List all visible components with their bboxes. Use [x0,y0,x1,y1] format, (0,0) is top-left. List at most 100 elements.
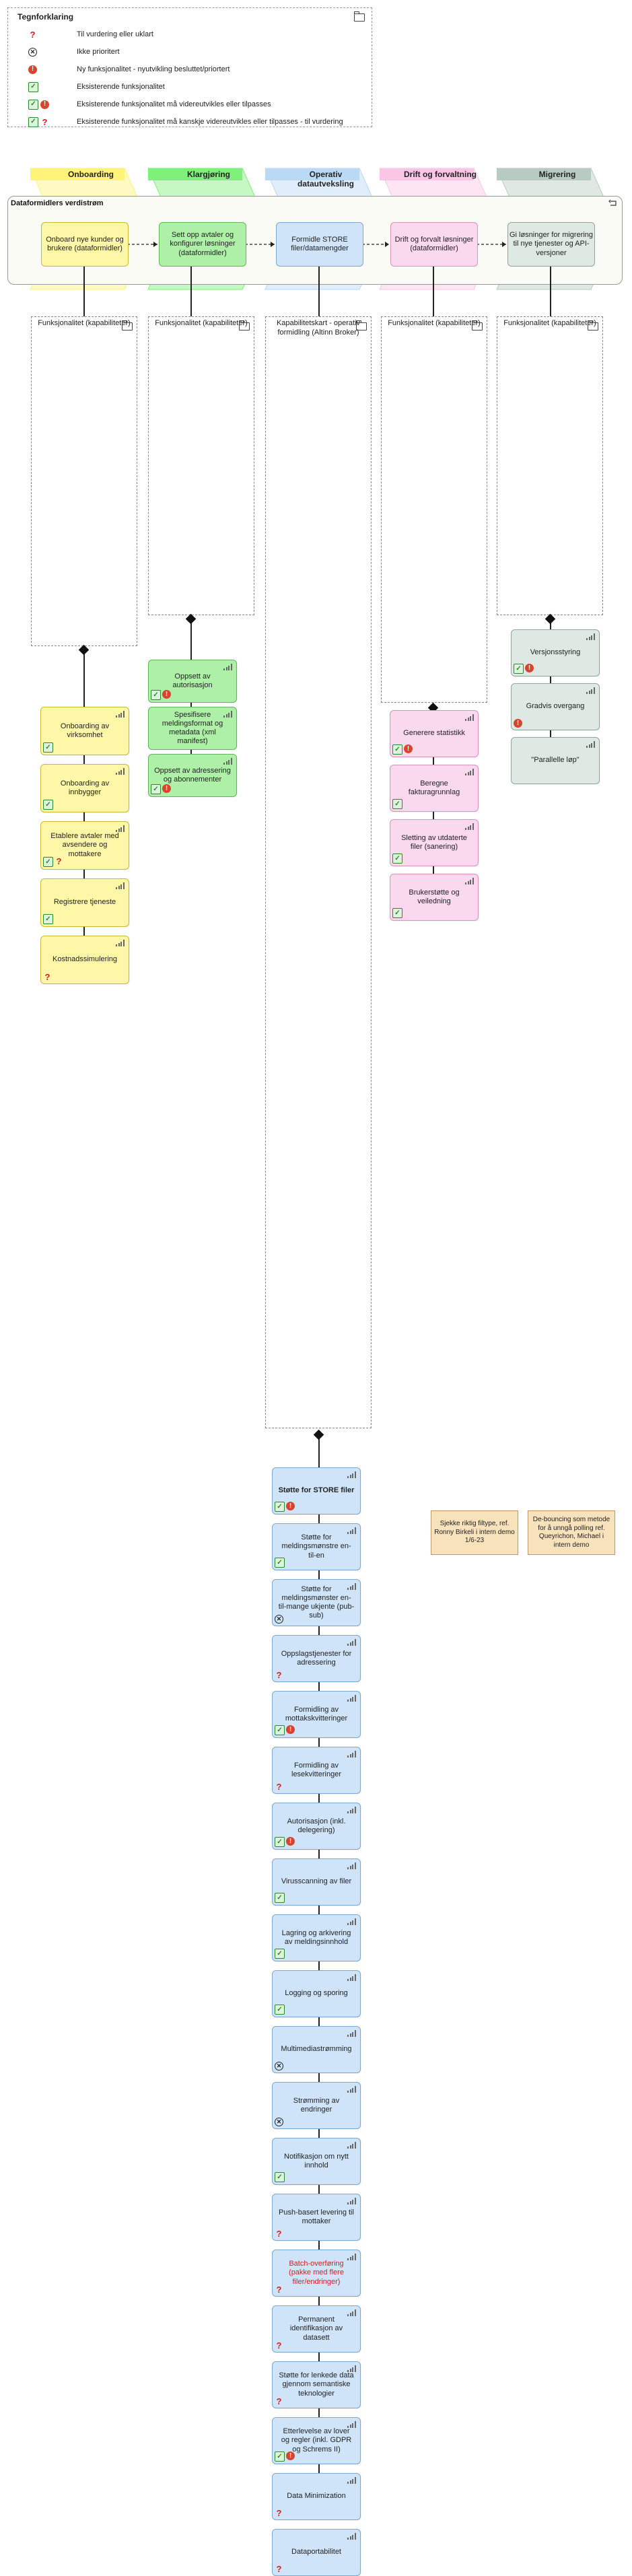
status-badges: ? [275,2229,283,2238]
signal-bars-icon [347,1471,357,1478]
legend-text: Ny funksjonalitet - nyutvikling beslutte… [77,65,230,73]
capability-label: Strømming av endringer [293,2096,340,2114]
question-icon: ? [276,2229,282,2239]
legend-icons: ✓? [28,116,61,127]
capability-label: Data Minimization [287,2492,346,2501]
aggregation-diamond [545,613,556,625]
capability-label: Oppsett av adressering og abonnementer [154,766,231,784]
question-icon: ? [276,2396,282,2406]
capability-card: Lagring og arkivering av meldingsinnhold… [272,1914,361,1961]
capability-label: Registrere tjeneste [53,898,116,907]
value-stream-arrows [127,242,506,247]
capability-group-label: Funksjonalitet (kapabiliteter) [155,319,248,327]
check-icon: ✓ [392,908,402,918]
status-badges: ✕ [275,2118,283,2126]
legend-text: Eksisterende funksjonalitet [77,83,165,91]
phase-header-band [148,168,242,180]
capability-card: Beregne fakturagrunnlag✓ [390,765,479,812]
check-icon: ✓ [514,664,524,674]
status-badges: ✓! [275,1502,295,1512]
note-text: De-bouncing som metode for å unngå polli… [532,1516,610,1549]
capability-card: Oppslagstjenester for adressering? [272,1635,361,1682]
status-badges: ? [275,2509,283,2517]
arrow-head [502,242,506,247]
value-stream-activity: Drift og forvalt løsninger (dataformidle… [390,222,478,267]
legend-icons: ✕ [28,47,61,57]
capability-label: Støtte for meldingsmønster en-til-mange … [278,1585,355,1620]
capability-label: Lagring og arkivering av meldingsinnhold [281,1928,351,1946]
not-prioritized-icon: ✕ [28,47,37,57]
question-icon: ? [276,1782,282,1792]
signal-bars-icon [586,741,596,748]
check-icon: ✓ [275,2005,285,2015]
exclamation-icon: ! [286,1837,295,1846]
legend-icons: ✓! [28,99,61,110]
capability-label: Permanent identifikasjon av datasett [289,2316,343,2342]
signal-bars-icon [347,2254,357,2260]
loop-icon [608,199,617,206]
phase-header-band [497,168,591,180]
signal-bars-icon [465,878,475,884]
arrow-head [385,242,389,247]
capability-card: "Parallelle løp" [511,737,600,784]
note-filtype: Sjekke riktig filtype, ref. Ronny Birkel… [431,1510,518,1555]
capability-label: Spesifisere meldingsformat og metadata (… [162,710,223,746]
capability-group-label: Kapabilitetskart - operativ formidling (… [276,319,361,337]
connector-line [318,267,320,316]
status-badges: ! [514,719,522,728]
exclamation-icon: ! [28,65,37,74]
folder-icon [239,320,250,330]
value-stream-activity: Sett opp avtaler og konfigurer løsninger… [159,222,246,267]
connector-line [83,267,85,316]
capability-label: Notifikasjon om nytt innhold [284,2152,349,2169]
exclamation-icon: ! [286,1725,295,1734]
legend-text: Til vurdering eller uklart [77,30,153,38]
exclamation-icon: ! [525,664,534,672]
check-icon: ✓ [43,914,53,924]
capability-label: Virusscanning av filer [281,1877,352,1886]
status-badges: ? [275,2565,283,2573]
capability-card: Formidling av lesekvitteringer? [272,1747,361,1794]
signal-bars-icon [116,711,125,718]
legend-item: ✕Ikke prioritert [28,46,120,58]
signal-bars-icon [347,1639,357,1646]
phase-label: Onboarding [68,170,114,179]
check-icon: ✓ [28,116,38,127]
signal-bars-icon [347,2086,357,2093]
capability-label: Onboarding av innbygger [60,779,110,796]
capability-label: Batch-overføring (pakke med flere filer/… [289,2260,344,2286]
status-badges: ✓! [514,664,534,674]
status-badges: ✓! [392,744,413,755]
check-icon: ✓ [392,799,402,809]
value-stream-activity: Formidle STORE filer/datamengder [276,222,363,267]
check-icon: ✓ [28,99,38,110]
capability-label: Støtte for meldingsmønstre en-til-en [281,1533,351,1560]
status-badges: ✓ [275,2005,285,2015]
capability-card: Push-basert levering til mottaker? [272,2194,361,2241]
value-stream-activity: Gi løsninger for migrering til nye tjene… [507,222,595,267]
capability-label: Formidling av mottakskvitteringer [285,1705,348,1722]
capability-label: Formidling av lesekvitteringer [291,1761,341,1778]
capability-card: Formidling av mottakskvitteringer✓! [272,1691,361,1738]
status-badges: ✕ [275,2062,283,2070]
capability-group-label: Funksjonalitet (kapabiliteter) [38,319,131,327]
phase-label: Drift og forvaltning [404,170,477,179]
question-icon: ? [276,2508,282,2518]
capability-group: Funksjonalitet (kapabiliteter) [497,316,603,615]
check-icon: ✓ [43,857,53,867]
status-badges: ✓ [392,908,402,918]
exclamation-icon: ! [404,744,413,753]
status-badges: ✓ [392,799,402,809]
capability-card: Støtte for meldingsmønstre en-til-en✓ [272,1523,361,1570]
signal-bars-icon [347,2309,357,2316]
capability-card: Autorisasjon (inkl. delegering)✓! [272,1803,361,1850]
check-icon: ✓ [392,854,402,864]
phase-label: Migrering [538,170,576,179]
signal-bars-icon [347,2477,357,2484]
capability-card: Dataportabilitet? [272,2529,361,2576]
connector-line [190,267,192,316]
not-prioritized-icon: ✕ [275,2062,283,2070]
check-icon: ✓ [275,1725,285,1735]
exclamation-icon: ! [286,1502,295,1510]
status-badges: ✓ [392,854,402,864]
